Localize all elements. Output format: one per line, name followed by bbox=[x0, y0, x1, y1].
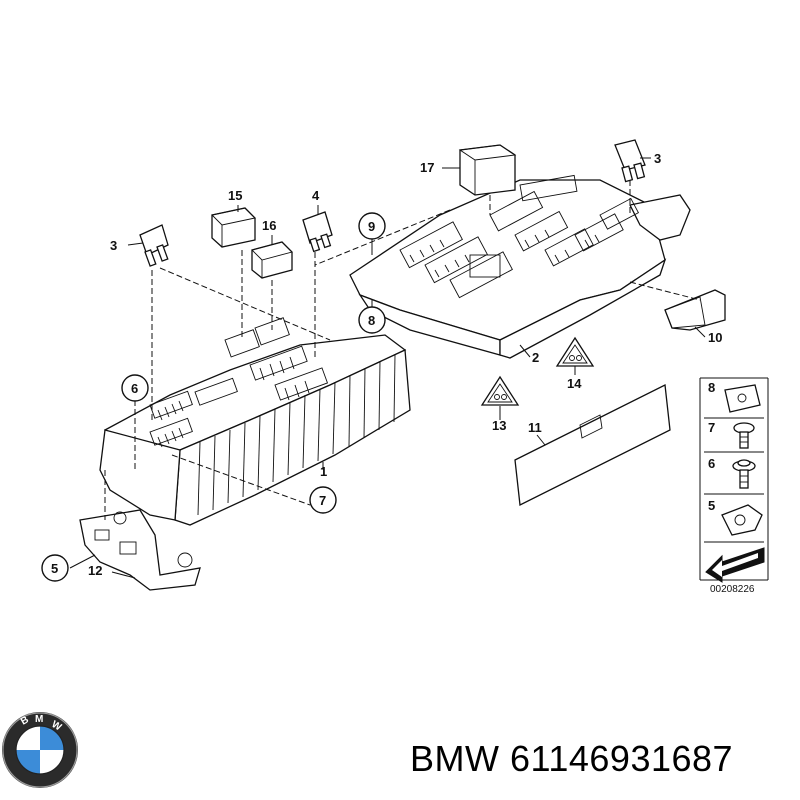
label-10: 10 bbox=[708, 330, 722, 345]
circled-labels: 9 8 6 7 5 bbox=[41, 212, 386, 582]
bmw-logo: B M W bbox=[2, 712, 78, 788]
label-15: 15 bbox=[228, 188, 242, 203]
warning-label-13 bbox=[480, 375, 520, 406]
label-4: 4 bbox=[312, 188, 320, 203]
bolt-with-washer-icon bbox=[732, 459, 756, 489]
label-17: 17 bbox=[420, 160, 434, 175]
part-number-caption: BMW 61146931687 bbox=[410, 738, 734, 779]
label-14: 14 bbox=[567, 376, 582, 391]
screw-icon bbox=[733, 422, 755, 449]
legend-label-6: 6 bbox=[708, 456, 715, 471]
label-1: 1 bbox=[320, 464, 327, 479]
svg-text:M: M bbox=[35, 714, 43, 725]
relay-16 bbox=[251, 241, 293, 279]
label-7: 7 bbox=[319, 493, 326, 508]
blade-fuse-left bbox=[139, 224, 169, 267]
direction-arrow-icon bbox=[705, 547, 765, 583]
label-sheet bbox=[514, 384, 671, 506]
label-13: 13 bbox=[492, 418, 506, 433]
legend-panel: 8 7 6 5 bbox=[699, 377, 769, 595]
label-5: 5 bbox=[51, 561, 58, 576]
label-3-left: 3 bbox=[110, 238, 117, 253]
label-6: 6 bbox=[131, 381, 138, 396]
label-3-right: 3 bbox=[654, 151, 661, 166]
label-16: 16 bbox=[262, 218, 276, 233]
fuse-box-left bbox=[99, 317, 411, 526]
label-2: 2 bbox=[532, 350, 539, 365]
blade-fuse-right bbox=[614, 139, 646, 183]
clip-nut-icon bbox=[724, 384, 761, 413]
mounting-bracket bbox=[79, 509, 201, 591]
relay-15 bbox=[211, 207, 256, 248]
label-11: 11 bbox=[528, 420, 542, 435]
blade-fuse-4 bbox=[302, 211, 333, 253]
svg-text:B: B bbox=[19, 714, 31, 727]
label-8: 8 bbox=[368, 313, 375, 328]
fuse-box-right bbox=[349, 174, 691, 359]
callout-labels: 3 15 16 4 17 3 2 10 13 14 11 1 12 bbox=[88, 151, 722, 578]
spring-nut-icon bbox=[721, 504, 763, 536]
legend-label-8: 8 bbox=[708, 380, 715, 395]
warning-label-14 bbox=[555, 336, 595, 367]
legend-label-5: 5 bbox=[708, 498, 715, 513]
legend-label-7: 7 bbox=[708, 420, 715, 435]
relay-part bbox=[458, 144, 517, 196]
label-12: 12 bbox=[88, 563, 102, 578]
label-9: 9 bbox=[368, 219, 375, 234]
reference-number: 00208226 bbox=[710, 584, 755, 595]
holder-part bbox=[664, 289, 726, 331]
